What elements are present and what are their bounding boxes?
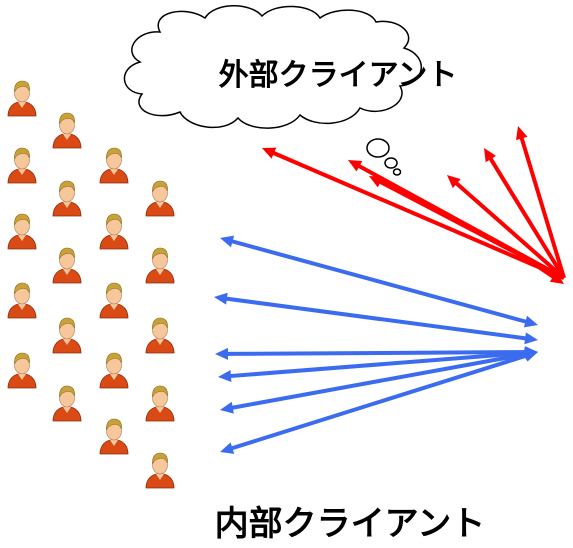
arrow — [220, 350, 538, 454]
person-icon — [52, 385, 82, 422]
person-icon — [7, 213, 37, 250]
person-icon — [99, 213, 129, 250]
person-icon — [99, 282, 129, 319]
external-arrows-group — [262, 126, 566, 284]
internal-clients-label: 内部クライアント — [215, 504, 486, 544]
person-icon — [7, 282, 37, 319]
person-icon — [145, 247, 175, 284]
internal-clients-group — [7, 80, 175, 489]
arrow — [484, 148, 566, 280]
arrow — [215, 346, 538, 360]
person-icon — [7, 352, 37, 389]
arrow — [447, 175, 566, 280]
person-icon — [145, 317, 175, 354]
person-icon — [52, 247, 82, 284]
arrow — [516, 126, 566, 279]
person-icon — [145, 452, 175, 489]
person-icon — [52, 180, 82, 217]
thought-cloud-icon — [123, 5, 423, 176]
person-icon — [145, 385, 175, 422]
person-icon — [52, 112, 82, 149]
person-icon — [52, 317, 82, 354]
person-icon — [99, 147, 129, 184]
person-icon — [99, 418, 129, 455]
person-icon — [7, 147, 37, 184]
arrow — [262, 147, 565, 280]
person-icon — [99, 352, 129, 389]
arrow — [369, 176, 565, 280]
arrow — [214, 292, 538, 345]
arrow — [220, 235, 538, 328]
external-clients-label: 外部クライアント — [219, 58, 458, 93]
person-icon — [7, 80, 37, 117]
person-icon — [145, 180, 175, 217]
arrow — [538, 266, 564, 284]
internal-arrows-group — [214, 235, 538, 454]
